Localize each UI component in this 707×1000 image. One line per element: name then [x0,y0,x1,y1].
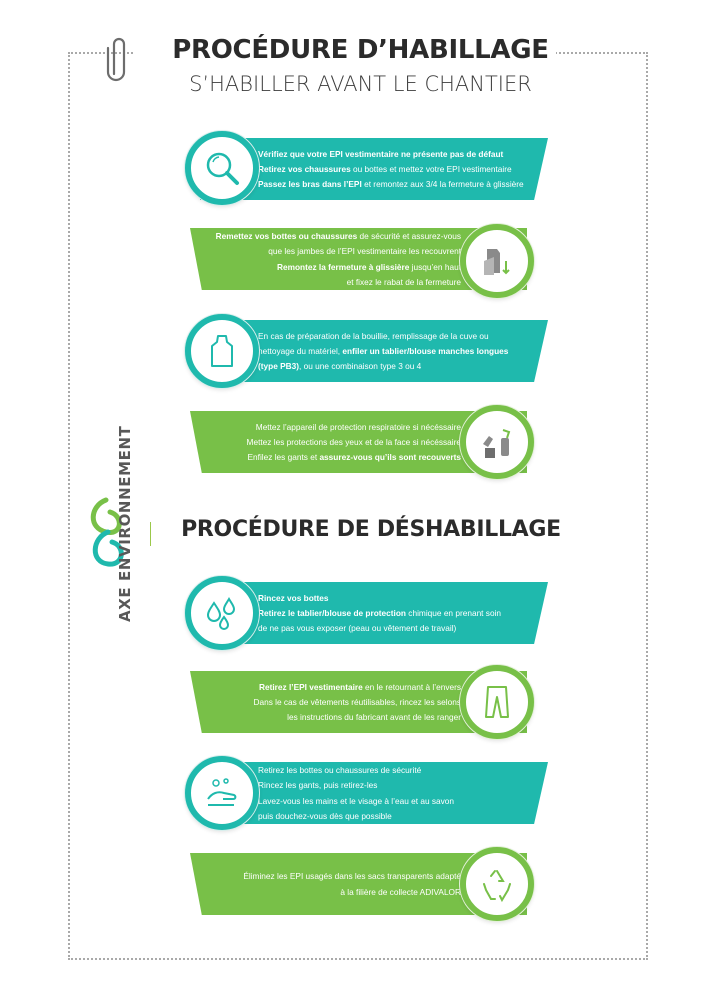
step-text-segment: Retirez l’EPI vestimentaire [258,681,363,692]
magnifier-icon [206,152,239,185]
step-8-line-1: Éliminez les EPI usagés dans les sacs tr… [210,870,461,882]
page-title: PROCÉDURE D’HABILLAGE [172,35,549,65]
step-8-line-2: à la filière de collecte ADIVALOR [210,886,461,898]
step-8-circle [460,847,534,921]
gloves-spray-icon [483,429,511,458]
step-text-segment: chimique en prenant soin [406,607,502,618]
step-text-segment: ou bottes et mettez votre EPI vestimenta… [350,163,512,174]
trousers-icon [485,686,509,718]
step-text-segment: Éliminez les EPI usagés dans les sacs tr… [243,871,461,882]
step-4-line-2: Mettez les protections des yeux et de la… [210,436,461,448]
hand-washing-icon [207,778,237,806]
step-text-segment: puis douchez-vous dès que possible [258,810,392,821]
step-text-segment: de ne pas vous exposer (peau ou vêtement… [258,623,457,633]
step-3-line-2: nettoyage du matériel, enfiler un tablie… [258,345,526,357]
step-text-segment: , ou une combinaison type 3 ou 4 [299,361,422,371]
step-text-segment: Mettez les protections des yeux et de la… [246,436,461,447]
frame-gap [134,44,556,64]
water-drops-icon [206,597,236,630]
step-2-circle [460,224,534,298]
step-7-circle [185,756,259,830]
step-5-line-3: de ne pas vous exposer (peau ou vêtement… [258,622,526,634]
step-3-line-3: (type PB3), ou une combinaison type 3 ou… [258,360,526,372]
step-text-segment: En cas de préparation de la bouillie, re… [258,330,489,341]
step-text-segment: Passez les bras dans l’EPI [258,179,362,189]
step-2-line-3: Remontez la fermeture à glissière jusqu’… [210,261,461,273]
step-text-segment: enfiler un tablier/blouse manches longue… [342,345,509,356]
step-text-segment: Remontez la fermeture à glissière [276,261,410,272]
step-1-line-3: Passez les bras dans l’EPI et remontez a… [258,178,526,190]
step-6-line-3: les instructions du fabricant avant de l… [210,711,461,723]
step-text-segment: de sécurité et assurez-vous [357,231,461,242]
step-5-line-2: Retirez le tablier/blouse de protection … [258,607,526,619]
step-4-line-1: Mettez l’appareil de protection respirat… [210,421,461,433]
step-text-segment: à la filière de collecte ADIVALOR [340,886,461,897]
step-text-segment: et remontez aux 3/4 la fermeture à gliss… [361,179,524,189]
step-text-segment: Retirez vos chaussures [258,163,351,174]
step-text-segment: que les jambes de l’EPI vestimentaire le… [268,246,461,257]
step-6-circle [460,665,534,739]
step-6-line-1: Retirez l’EPI vestimentaire en le retour… [210,681,461,693]
step-7-line-2: Rincez les gants, puis retirez-les [258,779,526,791]
step-7-line-4: puis douchez-vous dès que possible [258,810,526,822]
step-text-segment: les instructions du fabricant avant de l… [287,712,461,722]
step-7-line-1: Retirez les bottes ou chaussures de sécu… [258,764,526,776]
step-text-segment: Retirez le tablier/blouse de protection [258,607,406,618]
zipper-suit-icon [484,249,510,275]
step-text-segment: Remettez vos bottes ou chaussures [215,231,358,242]
step-text-segment: (type PB3) [258,361,300,371]
step-text-segment: Mettez l’appareil de protection respirat… [255,421,461,432]
step-text-segment: Lavez-vous les mains et le visage à l’ea… [258,795,455,806]
step-text-segment: Enfilez les gants et [247,452,320,462]
step-3-line-1: En cas de préparation de la bouillie, re… [258,330,526,342]
step-text-segment: en le retournant à l’envers [362,681,461,692]
step-3-circle [185,314,259,388]
step-2-line-4: et fixez le rabat de la fermeture [210,276,461,288]
brand-divider [150,522,151,546]
step-7-line-3: Lavez-vous les mains et le visage à l’ea… [258,795,526,807]
step-4-circle [460,405,534,479]
recycle-icon [483,870,511,903]
step-text-segment: assurez-vous qu’ils sont recouverts [319,452,461,462]
step-text-segment: jusqu’en haut [409,261,461,272]
step-4-line-3: Enfilez les gants et assurez-vous qu’ils… [210,451,461,463]
step-text-segment: Vérifiez que votre EPI vestimentaire ne … [258,148,504,159]
step-2-line-1: Remettez vos bottes ou chaussures de séc… [210,230,461,242]
page-subtitle: S’HABILLER AVANT LE CHANTIER [189,72,532,96]
brand-name: AXE ENVIRONNEMENT [116,425,134,622]
step-1-line-2: Retirez vos chaussures ou bottes et mett… [258,163,526,175]
step-5-line-1: Rincez vos bottes [258,592,526,604]
step-5-circle [185,576,259,650]
step-1-circle [185,131,259,205]
step-text-segment: nettoyage du matériel, [258,345,343,356]
step-text-segment: Rincez vos bottes [258,592,329,603]
step-text-segment: et fixez le rabat de la fermeture [346,276,461,287]
paperclip-icon [106,37,126,82]
step-text-segment: Retirez les bottes ou chaussures de sécu… [258,765,422,776]
step-1-line-1: Vérifiez que votre EPI vestimentaire ne … [258,148,526,160]
brand-logo-icon [90,497,124,567]
section-title-undressing: PROCÉDURE DE DÉSHABILLAGE [181,517,561,542]
step-2-line-2: que les jambes de l’EPI vestimentaire le… [210,245,461,257]
step-text-segment: Dans le cas de vêtements réutilisables, … [253,696,461,707]
apron-icon [211,335,233,367]
step-text-segment: Rincez les gants, puis retirez-les [258,780,378,791]
step-6-line-2: Dans le cas de vêtements réutilisables, … [210,696,461,708]
